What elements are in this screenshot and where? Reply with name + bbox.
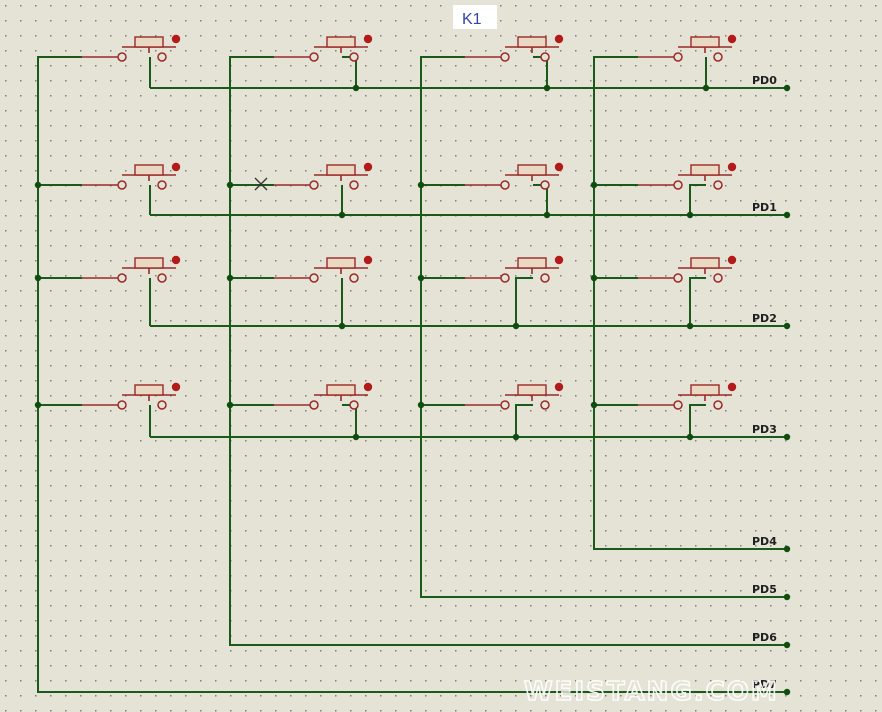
port-label: PD1 bbox=[752, 201, 777, 214]
junction-dot-icon bbox=[34, 181, 42, 189]
push-button-icon[interactable] bbox=[274, 34, 373, 62]
component-label-box bbox=[453, 5, 497, 29]
junction-dot-icon bbox=[686, 433, 694, 441]
port-label: PD3 bbox=[752, 423, 777, 436]
push-button-icon[interactable] bbox=[82, 382, 181, 410]
port-label: PD2 bbox=[752, 312, 777, 325]
push-button-icon[interactable] bbox=[274, 255, 373, 283]
port-label: PD4 bbox=[752, 535, 777, 548]
push-button-icon[interactable] bbox=[82, 255, 181, 283]
switches bbox=[82, 34, 737, 410]
junction-dot-icon bbox=[512, 433, 520, 441]
push-button-icon[interactable] bbox=[465, 162, 564, 190]
junction-dot-icon bbox=[783, 641, 791, 649]
port-label: PD0 bbox=[752, 74, 777, 87]
junction-dot-icon bbox=[590, 274, 598, 282]
wire bbox=[37, 56, 787, 693]
wire bbox=[689, 184, 706, 215]
junctions bbox=[34, 84, 791, 696]
junction-dot-icon bbox=[417, 181, 425, 189]
junction-dot-icon bbox=[512, 322, 520, 330]
wire bbox=[689, 404, 706, 437]
push-button-icon[interactable] bbox=[465, 34, 564, 62]
push-button-icon[interactable] bbox=[465, 255, 564, 283]
junction-dot-icon bbox=[417, 274, 425, 282]
junction-dot-icon bbox=[686, 211, 694, 219]
push-button-icon[interactable] bbox=[274, 162, 373, 190]
junction-dot-icon bbox=[590, 401, 598, 409]
junction-dot-icon bbox=[783, 593, 791, 601]
junction-dot-icon bbox=[226, 401, 234, 409]
junction-dot-icon bbox=[543, 84, 551, 92]
push-button-icon[interactable] bbox=[638, 255, 737, 283]
watermark: WEISTANG.COM bbox=[524, 677, 779, 707]
junction-dot-icon bbox=[352, 433, 360, 441]
port-label: PD5 bbox=[752, 583, 777, 596]
junction-dot-icon bbox=[352, 84, 360, 92]
wire bbox=[593, 56, 787, 550]
port-label: PD6 bbox=[752, 631, 777, 644]
wire bbox=[515, 277, 533, 326]
wire bbox=[229, 56, 787, 646]
push-button-icon[interactable] bbox=[638, 34, 737, 62]
component-label[interactable]: K1 bbox=[462, 11, 482, 28]
push-button-icon[interactable] bbox=[82, 34, 181, 62]
junction-dot-icon bbox=[783, 545, 791, 553]
wire bbox=[515, 404, 533, 437]
junction-dot-icon bbox=[783, 322, 791, 330]
port-label: PD7 bbox=[752, 678, 777, 691]
junction-dot-icon bbox=[338, 211, 346, 219]
junction-dot-icon bbox=[417, 401, 425, 409]
wire bbox=[689, 277, 706, 326]
junction-dot-icon bbox=[226, 274, 234, 282]
wires bbox=[37, 56, 787, 693]
junction-dot-icon bbox=[34, 401, 42, 409]
junction-dot-icon bbox=[226, 181, 234, 189]
push-button-icon[interactable] bbox=[82, 162, 181, 190]
push-button-icon[interactable] bbox=[274, 382, 373, 410]
junction-dot-icon bbox=[34, 274, 42, 282]
junction-dot-icon bbox=[338, 322, 346, 330]
junction-dot-icon bbox=[686, 322, 694, 330]
junction-dot-icon bbox=[783, 211, 791, 219]
junction-dot-icon bbox=[783, 433, 791, 441]
junction-dot-icon bbox=[702, 84, 710, 92]
push-button-icon[interactable] bbox=[638, 382, 737, 410]
junction-dot-icon bbox=[590, 181, 598, 189]
junction-dot-icon bbox=[543, 211, 551, 219]
junction-dot-icon bbox=[783, 84, 791, 92]
push-button-icon[interactable] bbox=[638, 162, 737, 190]
push-button-icon[interactable] bbox=[465, 382, 564, 410]
junction-dot-icon bbox=[783, 688, 791, 696]
no-connect-x-icon bbox=[254, 177, 268, 191]
